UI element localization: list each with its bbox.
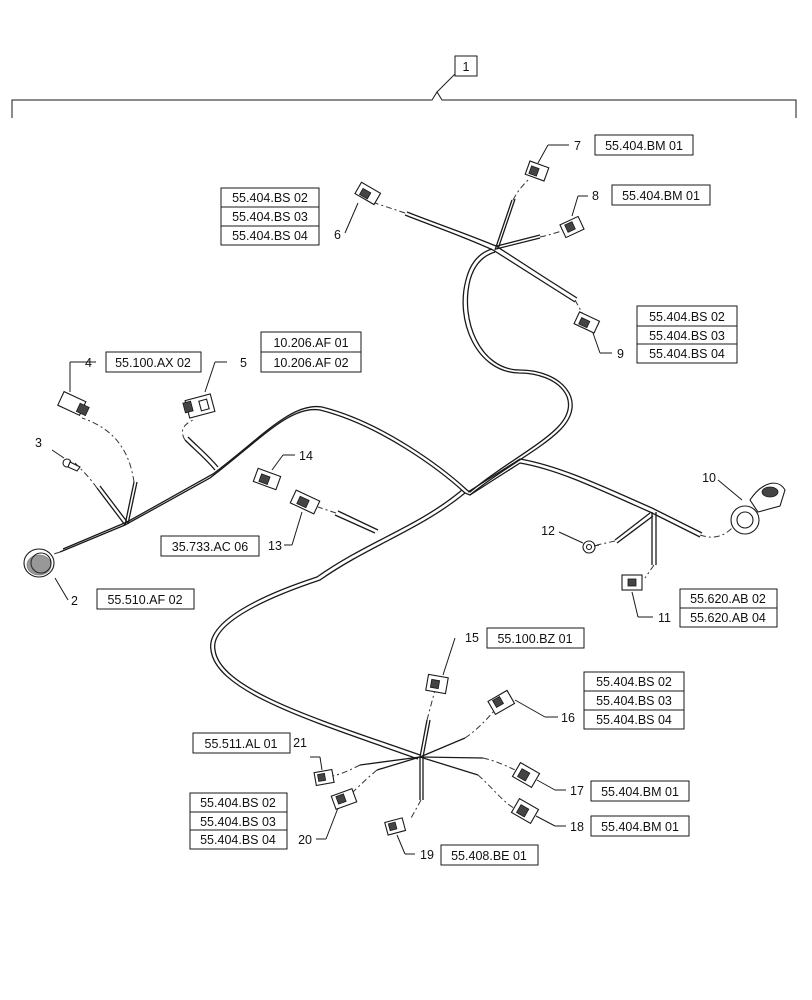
callout-2: 2 [71, 594, 78, 608]
ref-17: 55.404.BM 01 [601, 785, 679, 799]
part-17-connector [511, 761, 541, 789]
leader-lines [51, 144, 743, 855]
assembly-bracket [11, 73, 797, 118]
part-3-ring-terminal [62, 458, 81, 472]
ref-16b: 55.404.BS 03 [596, 694, 672, 708]
ref-box-20c [189, 829, 288, 850]
ref-box-21 [192, 732, 291, 754]
callout-15: 15 [465, 631, 479, 645]
ref-13: 35.733.AC 06 [172, 540, 248, 554]
part-16-connector [487, 689, 516, 716]
callout-10: 10 [702, 471, 716, 485]
ref-5b: 10.206.AF 02 [273, 356, 348, 370]
part-15-connector [425, 673, 449, 695]
ref-box-18 [590, 815, 690, 837]
part-4-connector [57, 390, 90, 417]
ref-21: 55.511.AL 01 [205, 737, 278, 751]
callout-7: 7 [574, 139, 581, 153]
callout-4: 4 [85, 356, 92, 370]
ref-box-2 [96, 588, 195, 610]
callout-20: 20 [298, 833, 312, 847]
part-14-connector [252, 467, 282, 491]
part-10-socket [730, 482, 786, 535]
ref-box-19 [440, 844, 539, 866]
ref-11b: 55.620.AB 04 [690, 611, 766, 625]
ref-16a: 55.404.BS 02 [596, 675, 672, 689]
ref-20b: 55.404.BS 03 [200, 815, 276, 829]
ref-box-11b [679, 607, 778, 628]
callout-12: 12 [541, 524, 555, 538]
ref-box-13 [160, 535, 260, 557]
ref-7: 55.404.BM 01 [605, 139, 683, 153]
callout-11: 11 [658, 611, 671, 625]
ref-4: 55.100.AX 02 [115, 356, 191, 370]
callout-6: 6 [334, 228, 341, 242]
ref-box-8 [611, 184, 711, 206]
callout-19: 19 [420, 848, 434, 862]
ref-9b: 55.404.BS 03 [649, 329, 725, 343]
ref-box-6c [220, 225, 320, 246]
ref-6c: 55.404.BS 04 [232, 229, 308, 243]
ref-5a: 10.206.AF 01 [273, 336, 348, 350]
part-12-ring-terminal [582, 540, 600, 554]
callout-3: 3 [35, 436, 42, 450]
ref-box-5b [260, 351, 362, 373]
ref-19: 55.408.BE 01 [451, 849, 527, 863]
part-7-connector [524, 160, 550, 182]
ref-box-9c [636, 343, 738, 364]
part-5-connector [182, 393, 216, 419]
ref-8: 55.404.BM 01 [622, 189, 700, 203]
callout-16: 16 [561, 711, 575, 725]
ref-18: 55.404.BM 01 [601, 820, 679, 834]
ref-6a: 55.404.BS 02 [232, 191, 308, 205]
ref-11a: 55.620.AB 02 [690, 592, 766, 606]
ref-box-15 [486, 627, 585, 649]
ref-6b: 55.404.BS 03 [232, 210, 308, 224]
callout-14: 14 [299, 449, 313, 463]
callout-17: 17 [570, 784, 584, 798]
callout-21: 21 [293, 736, 307, 750]
part-20-connector [330, 787, 358, 811]
part-2-grommet [23, 548, 55, 578]
part-11-connector [621, 574, 643, 591]
ref-box-7 [594, 134, 694, 156]
part-19-connector [384, 817, 407, 836]
part-9-connector [573, 311, 601, 334]
ref-box-16c [583, 709, 685, 730]
ref-20a: 55.404.BS 02 [200, 796, 276, 810]
ref-16c: 55.404.BS 04 [596, 713, 672, 727]
ref-2: 55.510.AF 02 [107, 593, 182, 607]
ref-9a: 55.404.BS 02 [649, 310, 725, 324]
ref-box-17 [590, 780, 690, 802]
harness-wires [59, 198, 703, 800]
ref-9c: 55.404.BS 04 [649, 347, 725, 361]
part-18-connector [510, 797, 540, 825]
callout-9: 9 [617, 347, 624, 361]
part-21-connector [313, 768, 335, 787]
part-13-connector [289, 489, 321, 515]
part-6-connector [354, 181, 382, 206]
ref-box-4 [105, 351, 202, 373]
callout-8: 8 [592, 189, 599, 203]
callout-5: 5 [240, 356, 247, 370]
ref-15: 55.100.BZ 01 [497, 632, 572, 646]
part-8-connector [559, 215, 585, 239]
callout-18: 18 [570, 820, 584, 834]
callout-box-1 [454, 55, 478, 77]
ref-20c: 55.404.BS 04 [200, 833, 276, 847]
callout-1: 1 [463, 60, 470, 74]
callout-13: 13 [268, 539, 282, 553]
